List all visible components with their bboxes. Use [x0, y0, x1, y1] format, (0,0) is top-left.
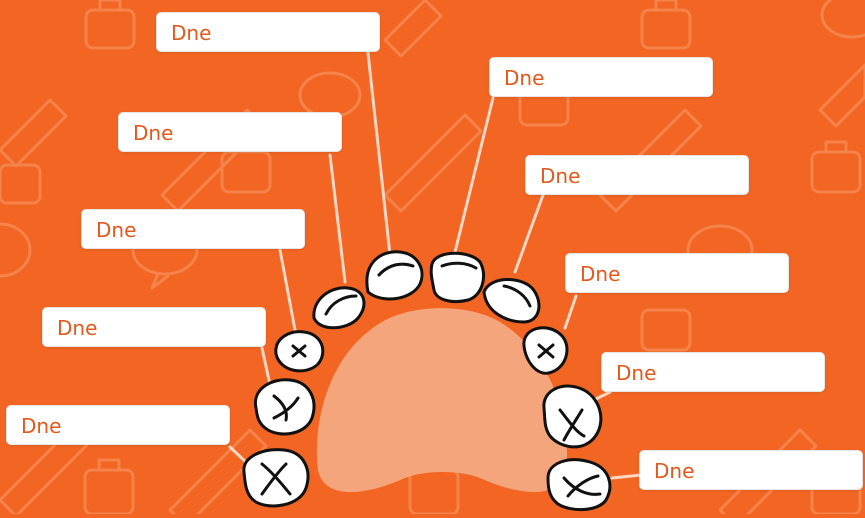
connector-line: [612, 475, 641, 478]
weight-icon: [0, 165, 40, 203]
tooth-lateral-incisor-right[interactable]: [484, 279, 539, 322]
weight-icon: [410, 470, 458, 514]
tooth-premolar-right[interactable]: [544, 386, 601, 447]
tooth-lateral-incisor-left[interactable]: [314, 288, 364, 328]
tooth-central-incisor-right[interactable]: [431, 253, 483, 301]
answer-box[interactable]: Dne: [156, 12, 380, 52]
answer-box[interactable]: Dne: [565, 253, 789, 293]
answer-box[interactable]: Dne: [6, 405, 230, 445]
speech-bubble-icon: [822, 0, 865, 37]
answer-box[interactable]: Dne: [601, 352, 825, 392]
answer-box[interactable]: Dne: [639, 450, 863, 490]
ruler-icon: [385, 115, 481, 211]
weight-icon: [86, 0, 134, 48]
speech-bubble-icon: [0, 224, 30, 276]
weight-icon: [642, 310, 690, 350]
tooth-molar-left[interactable]: [244, 450, 308, 506]
ruler-icon: [820, 65, 865, 126]
tooth-central-incisor-left[interactable]: [367, 252, 422, 299]
connector-line: [368, 53, 390, 255]
connector-line: [262, 348, 270, 385]
tooth-premolar-left[interactable]: [255, 380, 314, 434]
connector-line: [280, 250, 295, 330]
answer-box[interactable]: Dne: [489, 57, 713, 97]
connector-line: [565, 296, 576, 328]
connector-line: [330, 155, 345, 282]
answer-box[interactable]: Dne: [81, 209, 305, 249]
weight-icon: [812, 142, 860, 192]
tooth-molar-right[interactable]: [548, 460, 610, 510]
tooth-canine-left[interactable]: [276, 332, 323, 371]
weight-icon: [642, 0, 690, 48]
ruler-icon: [0, 100, 66, 166]
answer-box[interactable]: Dne: [42, 307, 266, 347]
connector-line: [515, 195, 543, 272]
weight-icon: [85, 460, 133, 514]
ruler-icon: [385, 0, 441, 56]
answer-box[interactable]: Dne: [118, 112, 342, 152]
answer-box[interactable]: Dne: [525, 155, 749, 195]
